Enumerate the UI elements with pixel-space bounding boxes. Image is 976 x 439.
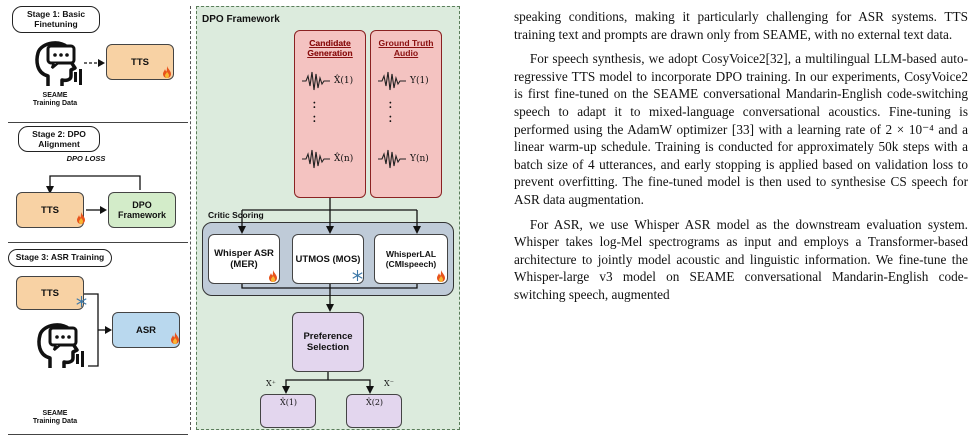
waveform-icon — [302, 71, 330, 91]
stage2-label: Stage 2: DPO Alignment — [18, 126, 100, 152]
candidate-dots: : — [312, 110, 317, 126]
head-speaking-icon — [37, 323, 84, 368]
dpo-panel-title: DPO Framework — [202, 14, 280, 25]
ground-truth-symbol: Y(1) — [410, 76, 429, 86]
fire-icon — [163, 66, 171, 78]
whisperlal-critic: WhisperLAL (CMIspeech) — [374, 234, 448, 284]
x-plus-label: X⁺ — [266, 379, 276, 388]
candidate-generation-box — [294, 30, 366, 198]
snowflake-icon — [352, 270, 363, 281]
stage-divider — [8, 122, 188, 123]
preference-selection-box: Preference Selection — [292, 312, 364, 372]
stage3-asr-box: ASR — [112, 312, 180, 348]
x-minus-label: X⁻ — [384, 379, 394, 388]
stage1-label: Stage 1: Basic Finetuning — [12, 6, 100, 33]
stage2-dpo-box: DPO Framework — [108, 192, 176, 228]
candidate-dots: : — [312, 96, 317, 112]
preferred-sample-symbol: X̂(1) — [280, 398, 298, 407]
ground-truth-title: Ground Truth Audio — [378, 38, 434, 58]
utmos-critic: UTMOS (MOS) — [292, 234, 364, 284]
whisper-asr-critic: Whisper ASR (MER) — [208, 234, 280, 284]
ground-truth-box — [370, 30, 442, 198]
candidate-symbol: X̂(n) — [334, 154, 354, 164]
rejected-sample-symbol: X̂(2) — [366, 398, 384, 407]
stage-divider — [8, 434, 188, 435]
paper-text-column: speaking conditions, making it particula… — [514, 8, 968, 304]
dpo-loss-arrow — [46, 175, 141, 194]
stage-divider — [8, 242, 188, 243]
waveform-icon — [302, 149, 330, 169]
stage-column-divider — [190, 6, 191, 430]
fire-icon — [437, 270, 445, 282]
stage3-tts-box: TTS — [16, 276, 84, 310]
ground-truth-dots: : — [388, 110, 393, 126]
rejected-sample-box — [346, 394, 402, 428]
stage2-tts-box: TTS — [16, 192, 84, 228]
candidate-generation-title: Candidate Generation — [307, 38, 353, 58]
paragraph: For ASR, we use Whisper ASR model as the… — [514, 216, 968, 302]
fire-icon — [77, 212, 85, 224]
fire-icon — [269, 270, 277, 282]
stage3-label: Stage 3: ASR Training — [8, 249, 112, 267]
ground-truth-symbol: Y(n) — [410, 154, 429, 164]
fire-icon — [171, 332, 179, 344]
paragraph: For speech synthesis, we adopt CosyVoice… — [514, 51, 968, 207]
paragraph: speaking conditions, making it particula… — [514, 9, 968, 42]
ground-truth-dots: : — [388, 96, 393, 112]
candidate-generation-title: Candidate Generation — [307, 38, 353, 58]
snowflake-icon — [76, 296, 87, 307]
preference-arrows — [282, 372, 374, 394]
stage1-data-caption: SEAME Training Data — [32, 92, 78, 107]
head-speaking-icon — [35, 41, 82, 86]
candidate-symbol: X̂(1) — [334, 76, 354, 86]
waveform-icon — [378, 149, 406, 169]
arrow — [86, 206, 107, 214]
dpo-loss-label: DPO LOSS — [66, 154, 106, 163]
stage3-data-caption: SEAME Training Data — [32, 410, 78, 425]
critic-scoring-label: Critic Scoring — [208, 210, 264, 220]
stage3-connector — [84, 293, 112, 367]
preferred-sample-box — [260, 394, 316, 428]
stage1-tts-box: TTS — [106, 44, 174, 80]
arrow — [84, 59, 105, 67]
waveform-icon — [378, 71, 406, 91]
